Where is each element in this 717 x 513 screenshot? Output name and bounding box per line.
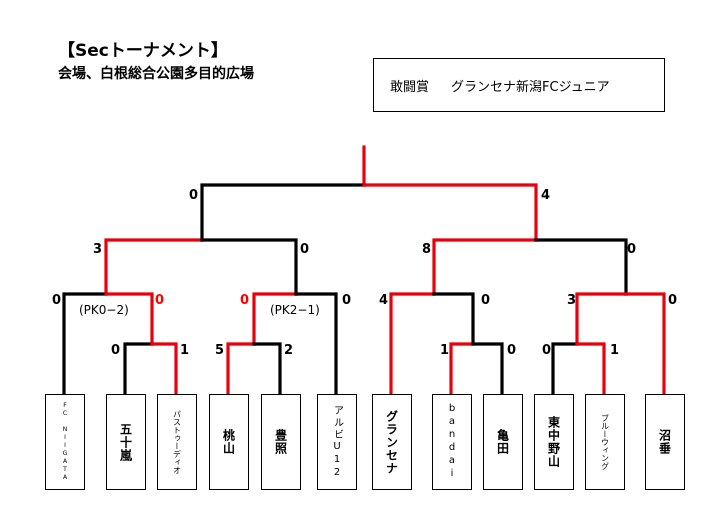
sf2-right-line [534,238,628,296]
qf1-left-line [62,292,108,398]
qf3-left-line [389,292,436,398]
pk-note-qf2: (PK2−1) [270,303,320,317]
team-box: パストゥーディオ [157,394,197,490]
team-box: 豊照 [261,394,301,490]
score-qf1-left: 0 [52,293,62,308]
final-right-line [362,183,538,242]
score-r1c-left: 1 [440,343,450,358]
score-final-left: 0 [189,188,199,203]
score-r1b-right: 2 [284,343,294,358]
sf1-right-line [200,238,298,296]
score-r1d-right: 1 [610,343,620,358]
team-name: 亀田 [495,429,510,455]
score-r1a-right: 1 [180,343,190,358]
score-qf1-right: 0 [155,293,165,308]
award-text: 敢闘賞 グランセナ新潟FCジュニア [390,76,610,95]
team-box: 桃山 [209,394,249,490]
qf1-right-line [104,292,154,346]
qf3-right-line [432,292,475,346]
score-r1d-left: 0 [542,343,552,358]
qf4-left-line [575,292,628,346]
qf2-left-line [252,292,298,346]
score-r1c-right: 0 [507,343,517,358]
r1b-right-line [252,342,282,398]
final-left-line [200,183,366,242]
r1a-left-line [123,342,154,398]
team-name: FC NIIGATA [61,402,69,482]
team-box: bandai [432,394,472,490]
team-box: 東中野山 [534,394,574,490]
score-sf1-right: 0 [300,242,310,257]
page-title: 【Secトーナメント】 [58,41,228,61]
r1d-right-line [575,342,606,398]
team-box: 五十嵐 [106,394,146,490]
score-qf2-left: 0 [240,293,250,308]
qf2-right-line [294,292,338,398]
team-box: アルビU12 [317,394,357,490]
r1b-left-line [226,342,256,398]
team-box: FC NIIGATA [45,394,85,490]
team-name: アルビU12 [331,404,343,480]
sf2-left-line [432,238,538,296]
award-team: グランセナ新潟FCジュニア [451,80,610,95]
award-box: 敢闘賞 グランセナ新潟FCジュニア [373,58,665,112]
score-final-right: 4 [541,188,551,203]
team-name: bandai [446,403,458,481]
r1c-right-line [471,342,504,398]
score-qf2-right: 0 [342,293,352,308]
team-name: 桃山 [221,429,236,455]
score-qf3-right: 0 [481,293,491,308]
pk-note-qf1: (PK0−2) [79,303,129,317]
sf1-left-line [104,238,204,296]
team-name: 東中野山 [546,416,561,468]
r1a-right-line [150,342,178,398]
team-name: パストゥーディオ [172,410,182,474]
score-sf2-right: 0 [627,242,637,257]
score-sf2-left: 8 [422,242,432,257]
r1c-left-line [449,342,475,398]
team-box: 亀田 [483,394,523,490]
qf4-right-line [624,292,666,398]
team-name: 豊照 [273,429,288,455]
team-box: 沼垂 [645,394,685,490]
team-name: グランセナ [384,409,399,475]
team-name: 五十嵐 [118,422,133,462]
venue-label: 会場、白根総合公園多目的広場 [58,66,254,82]
team-box: ブルーウィング [585,394,625,490]
score-qf4-left: 3 [567,293,577,308]
score-sf1-left: 3 [93,242,103,257]
r1d-left-line [551,342,579,398]
score-qf3-left: 4 [379,293,389,308]
score-r1a-left: 0 [111,343,121,358]
score-r1b-left: 5 [215,343,225,358]
score-qf4-right: 0 [668,293,678,308]
award-label: 敢闘賞 [390,80,430,95]
team-box: グランセナ [372,394,412,490]
team-name: 沼垂 [657,429,672,455]
team-name: ブルーウィング [600,414,610,470]
